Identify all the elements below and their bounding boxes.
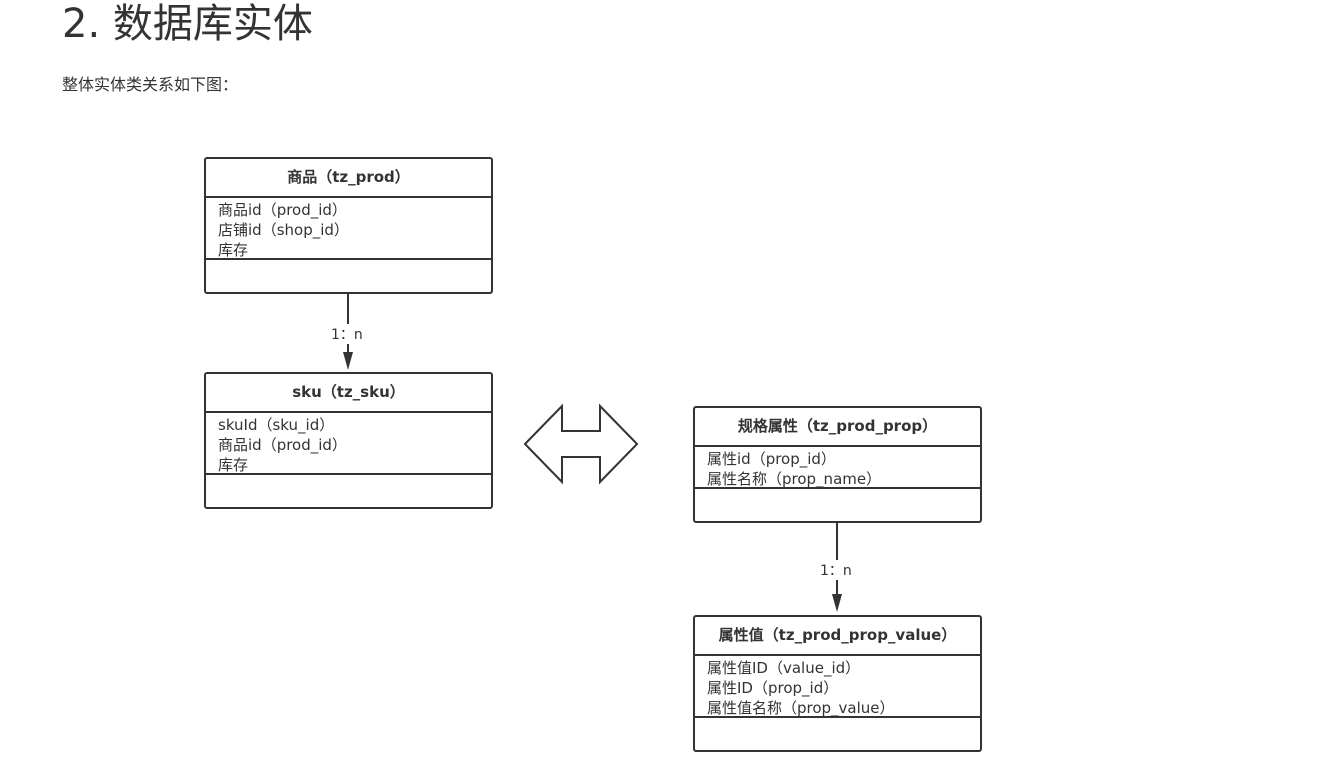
entity-field: 店铺id（shop_id） — [218, 221, 349, 239]
entity-prop: 规格属性（tz_prod_prop） 属性id（prop_id） 属性名称（pr… — [693, 406, 982, 523]
entity-prod-title: 商品（tz_prod） — [206, 159, 491, 198]
relation-label-prod-sku: 1：n — [329, 324, 365, 344]
page-title: 2. 数据库实体 — [62, 1, 313, 47]
entity-field: 库存 — [218, 456, 249, 474]
prod-sku-arrowhead — [343, 352, 353, 370]
entity-sku: sku（tz_sku） skuId（sku_id） 商品id（prod_id） … — [204, 372, 493, 509]
entity-field: 属性id（prop_id） — [707, 450, 836, 468]
entity-prop-fields: 属性id（prop_id） 属性名称（prop_name） — [695, 447, 980, 489]
double-arrow-icon — [523, 403, 639, 485]
entity-field: 商品id（prod_id） — [218, 201, 347, 219]
prop-value-arrowhead — [832, 594, 842, 612]
entity-prod: 商品（tz_prod） 商品id（prod_id） 店铺id（shop_id） … — [204, 157, 493, 294]
entity-prop-value-title: 属性值（tz_prod_prop_value） — [695, 617, 980, 656]
entity-prod-fields: 商品id（prod_id） 店铺id（shop_id） 库存 — [206, 198, 491, 260]
entity-field: 属性名称（prop_name） — [707, 470, 882, 488]
entity-field: 库存 — [218, 241, 249, 259]
entity-field: 属性值ID（value_id） — [707, 659, 861, 677]
entity-prop-title: 规格属性（tz_prod_prop） — [695, 408, 980, 447]
relation-label-prop-value: 1：n — [818, 560, 854, 580]
entity-field: skuId（sku_id） — [218, 416, 335, 434]
entity-field: 商品id（prod_id） — [218, 436, 347, 454]
entity-field: 属性值名称（prop_value） — [707, 699, 895, 717]
intro-text: 整体实体类关系如下图： — [62, 75, 239, 94]
entity-prop-value: 属性值（tz_prod_prop_value） 属性值ID（value_id） … — [693, 615, 982, 752]
entity-sku-fields: skuId（sku_id） 商品id（prod_id） 库存 — [206, 413, 491, 475]
entity-sku-title: sku（tz_sku） — [206, 374, 491, 413]
entity-prop-value-fields: 属性值ID（value_id） 属性ID（prop_id） 属性值名称（prop… — [695, 656, 980, 718]
entity-field: 属性ID（prop_id） — [707, 679, 839, 697]
